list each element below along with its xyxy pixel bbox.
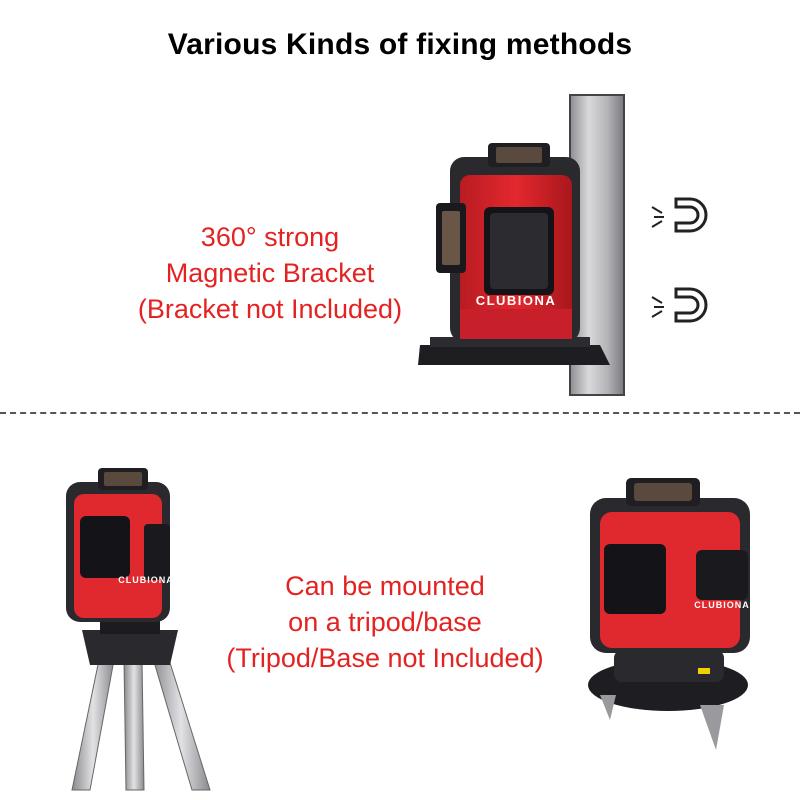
side-laser-window	[696, 550, 748, 600]
front-laser-window	[80, 516, 130, 578]
caption-line: (Bracket not Included)	[137, 294, 403, 324]
magnet-icon	[651, 287, 708, 323]
front-laser-window	[604, 544, 666, 614]
tripod-caption: Can be mounted on a tripod/base (Tripod/…	[195, 568, 575, 676]
caption-line: Magnetic Bracket	[165, 258, 375, 288]
magnetic-mount-illustration: CLUBIONA	[418, 94, 708, 396]
tripod-head	[82, 630, 178, 665]
tripod-mount-illustration: CLUBIONA	[66, 468, 211, 791]
magnetic-bracket-caption: 360° strong Magnetic Bracket (Bracket no…	[110, 219, 430, 327]
tripod-leg	[123, 659, 145, 791]
dashed-divider	[0, 412, 800, 414]
caption-line: on a tripod/base	[288, 607, 482, 637]
caption-line: (Tripod/Base not Included)	[226, 643, 544, 673]
base-mount-illustration: CLUBIONA	[588, 478, 750, 750]
tripod-leg	[71, 654, 115, 791]
caption-line: 360° strong	[200, 222, 340, 252]
brand-label: CLUBIONA	[694, 600, 750, 610]
side-laser-window	[144, 524, 170, 580]
base-foot	[600, 695, 616, 720]
base-foot	[700, 705, 724, 750]
brand-label: CLUBIONA	[476, 293, 557, 308]
caption-line: Can be mounted	[285, 571, 485, 601]
magnetic-bracket	[418, 345, 610, 365]
page-title: Various Kinds of fixing methods	[167, 28, 633, 61]
brand-label: CLUBIONA	[118, 575, 174, 585]
magnet-icon	[651, 197, 708, 233]
